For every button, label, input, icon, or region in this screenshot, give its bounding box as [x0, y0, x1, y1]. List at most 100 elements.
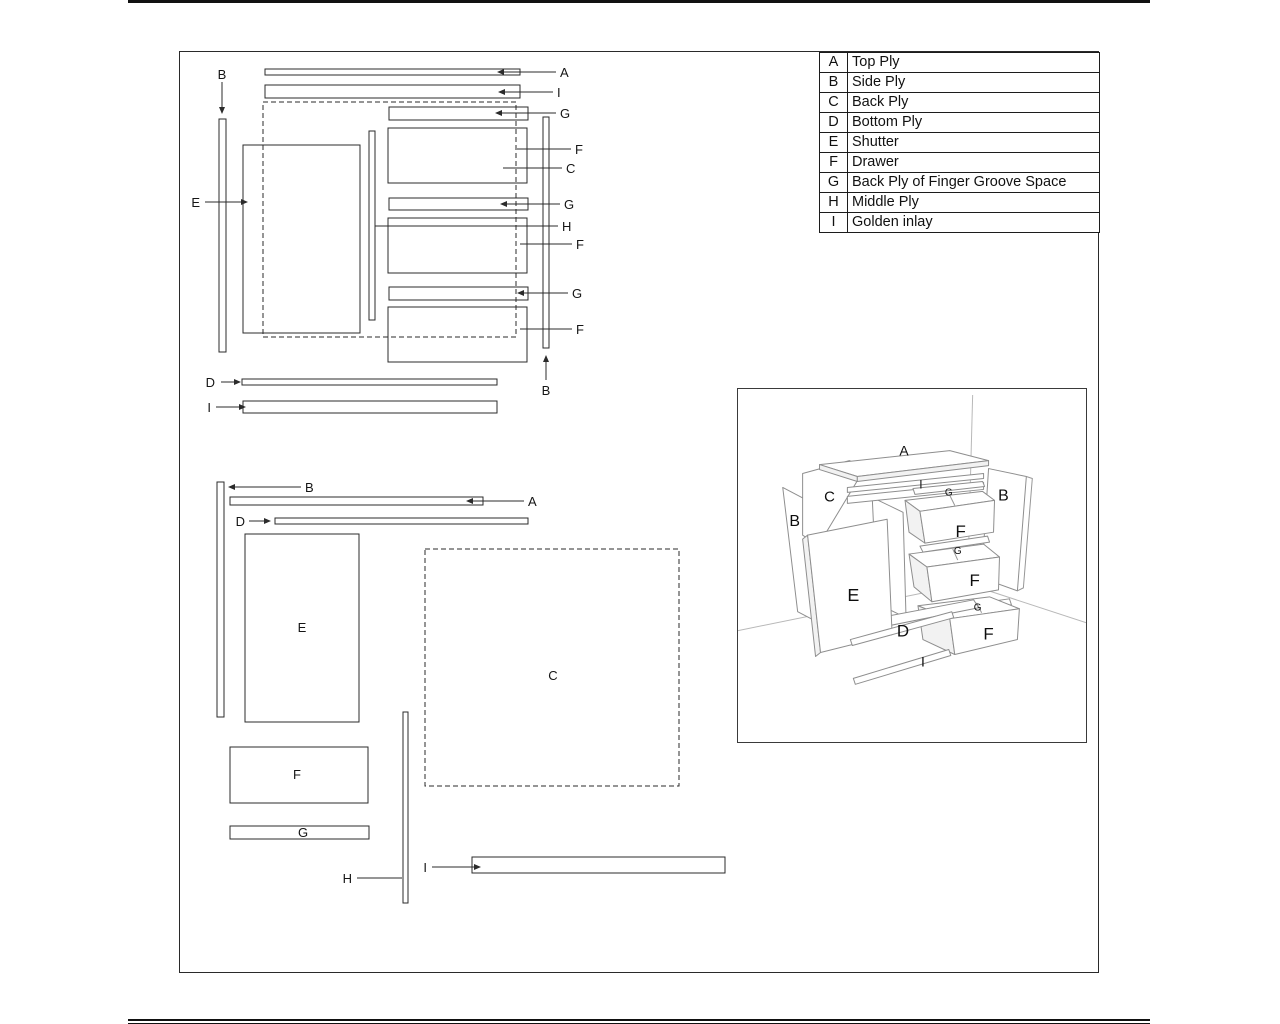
iso-label-top-ply: A — [899, 443, 909, 459]
label-drawer: F — [293, 767, 301, 782]
shutter-rect — [242, 144, 361, 334]
flat-diagram-upper — [218, 68, 550, 414]
label-side-ply: B — [305, 480, 314, 495]
finger-groove-bar — [229, 825, 370, 840]
label-finger-groove-3: G — [572, 286, 582, 301]
legend-name: Golden inlay — [852, 214, 933, 230]
legend-letter: G — [820, 173, 848, 192]
legend-name: Drawer — [852, 154, 899, 170]
legend-name: Back Ply — [852, 94, 909, 110]
golden-inlay-bar — [264, 84, 521, 99]
iso-top-ply — [819, 450, 990, 482]
iso-label-side-ply-right: B — [998, 487, 1009, 504]
iso-label-finger-groove-1: G — [945, 487, 953, 498]
iso-label-bottom-ply: D — [897, 622, 909, 641]
legend-name: Shutter — [852, 134, 899, 150]
label-golden-inlay: I — [423, 860, 427, 875]
iso-label-drawer-3: F — [983, 625, 993, 644]
label-shutter: E — [191, 195, 200, 210]
label-bottom-ply: D — [206, 375, 215, 390]
middle-ply-bar — [402, 711, 409, 904]
label-top-ply: A — [528, 494, 537, 509]
isometric-exploded-view: A I C G B B F G F G E D F I — [737, 394, 1087, 685]
label-drawer-1: F — [575, 142, 583, 157]
golden-inlay-bar-2 — [242, 400, 498, 414]
legend-name: Top Ply — [852, 54, 900, 70]
iso-label-back-ply: C — [824, 489, 835, 505]
label-finger-groove-2: G — [564, 197, 574, 212]
legend-letter: A — [820, 53, 848, 72]
side-ply-bar-left — [218, 118, 227, 353]
label-middle-ply: H — [562, 219, 571, 234]
label-back-ply: C — [548, 668, 557, 683]
legend-letter: I — [820, 213, 848, 232]
iso-label-drawer-2: F — [969, 571, 979, 590]
iso-labels: A I C G B B F G F G E D F I — [789, 443, 1008, 670]
iso-label-shutter: E — [847, 585, 859, 605]
golden-inlay-bar — [471, 856, 726, 874]
legend-letter: D — [820, 113, 848, 132]
finger-groove-bar-3 — [388, 286, 529, 301]
flat-diagram-upper-labels: A I G F C E G H F G F B B D I — [191, 65, 584, 415]
iso-label-inlay-top: I — [919, 477, 922, 491]
iso-label-side-ply-left: B — [789, 513, 800, 530]
legend-letter: H — [820, 193, 848, 212]
iso-drawer-1 — [904, 490, 996, 544]
flat-parts-diagrams: A I G F C E G H F G F B B D I B A D — [191, 65, 726, 904]
drawing-frame — [179, 51, 1099, 973]
label-finger-groove: G — [298, 825, 308, 840]
label-golden-inlay-2: I — [207, 400, 211, 415]
label-shutter: E — [298, 620, 307, 635]
back-ply-dashed-rect — [262, 101, 517, 338]
iso-label-finger-groove-2: G — [954, 546, 962, 557]
iso-finger-groove-1 — [912, 480, 986, 495]
top-ply-bar — [229, 496, 484, 506]
bottom-ply-bar — [274, 517, 529, 525]
side-ply-bar-right — [542, 116, 550, 349]
iso-label-inlay-bottom: I — [921, 653, 925, 669]
drawer-rect-3 — [387, 306, 528, 363]
label-back-ply: C — [566, 161, 575, 176]
flat-diagram-lower — [216, 481, 726, 904]
legend-name: Back Ply of Finger Groove Space — [852, 174, 1067, 190]
legend-name: Middle Ply — [852, 194, 919, 210]
label-top-ply: A — [560, 65, 569, 80]
label-side-ply-right: B — [542, 383, 551, 398]
middle-ply-bar — [368, 130, 376, 321]
label-bottom-ply: D — [236, 514, 245, 529]
drawer-rect-1 — [387, 127, 528, 184]
flat-diagram-upper-leaders — [205, 69, 572, 410]
iso-shutter — [802, 518, 893, 657]
flat-diagram-lower-labels: B A D E C F G H I — [236, 480, 558, 886]
label-middle-ply: H — [343, 871, 352, 886]
label-golden-inlay: I — [557, 85, 561, 100]
iso-finger-groove-2 — [919, 535, 991, 553]
iso-bottom-rails — [849, 611, 955, 685]
legend-letter: B — [820, 73, 848, 92]
flat-diagram-lower-leaders — [228, 484, 524, 879]
label-finger-groove-1: G — [560, 106, 570, 121]
top-rule — [128, 0, 1150, 3]
top-ply-bar — [264, 68, 521, 76]
legend-letter: C — [820, 93, 848, 112]
drawer-rect-2 — [387, 217, 528, 274]
legend-name: Side Ply — [852, 74, 906, 90]
iso-label-drawer-1: F — [956, 522, 966, 541]
back-ply-dashed-rect — [424, 548, 680, 787]
iso-label-finger-groove-3: G — [974, 603, 982, 614]
side-ply-bar — [216, 481, 225, 718]
label-side-ply-left: B — [218, 67, 227, 82]
iso-drawer-2 — [908, 543, 1000, 603]
isometric-view-box: A I C G B B F G F G E D F I — [737, 388, 1087, 743]
bottom-rule — [128, 1019, 1150, 1021]
legend-letter: E — [820, 133, 848, 152]
